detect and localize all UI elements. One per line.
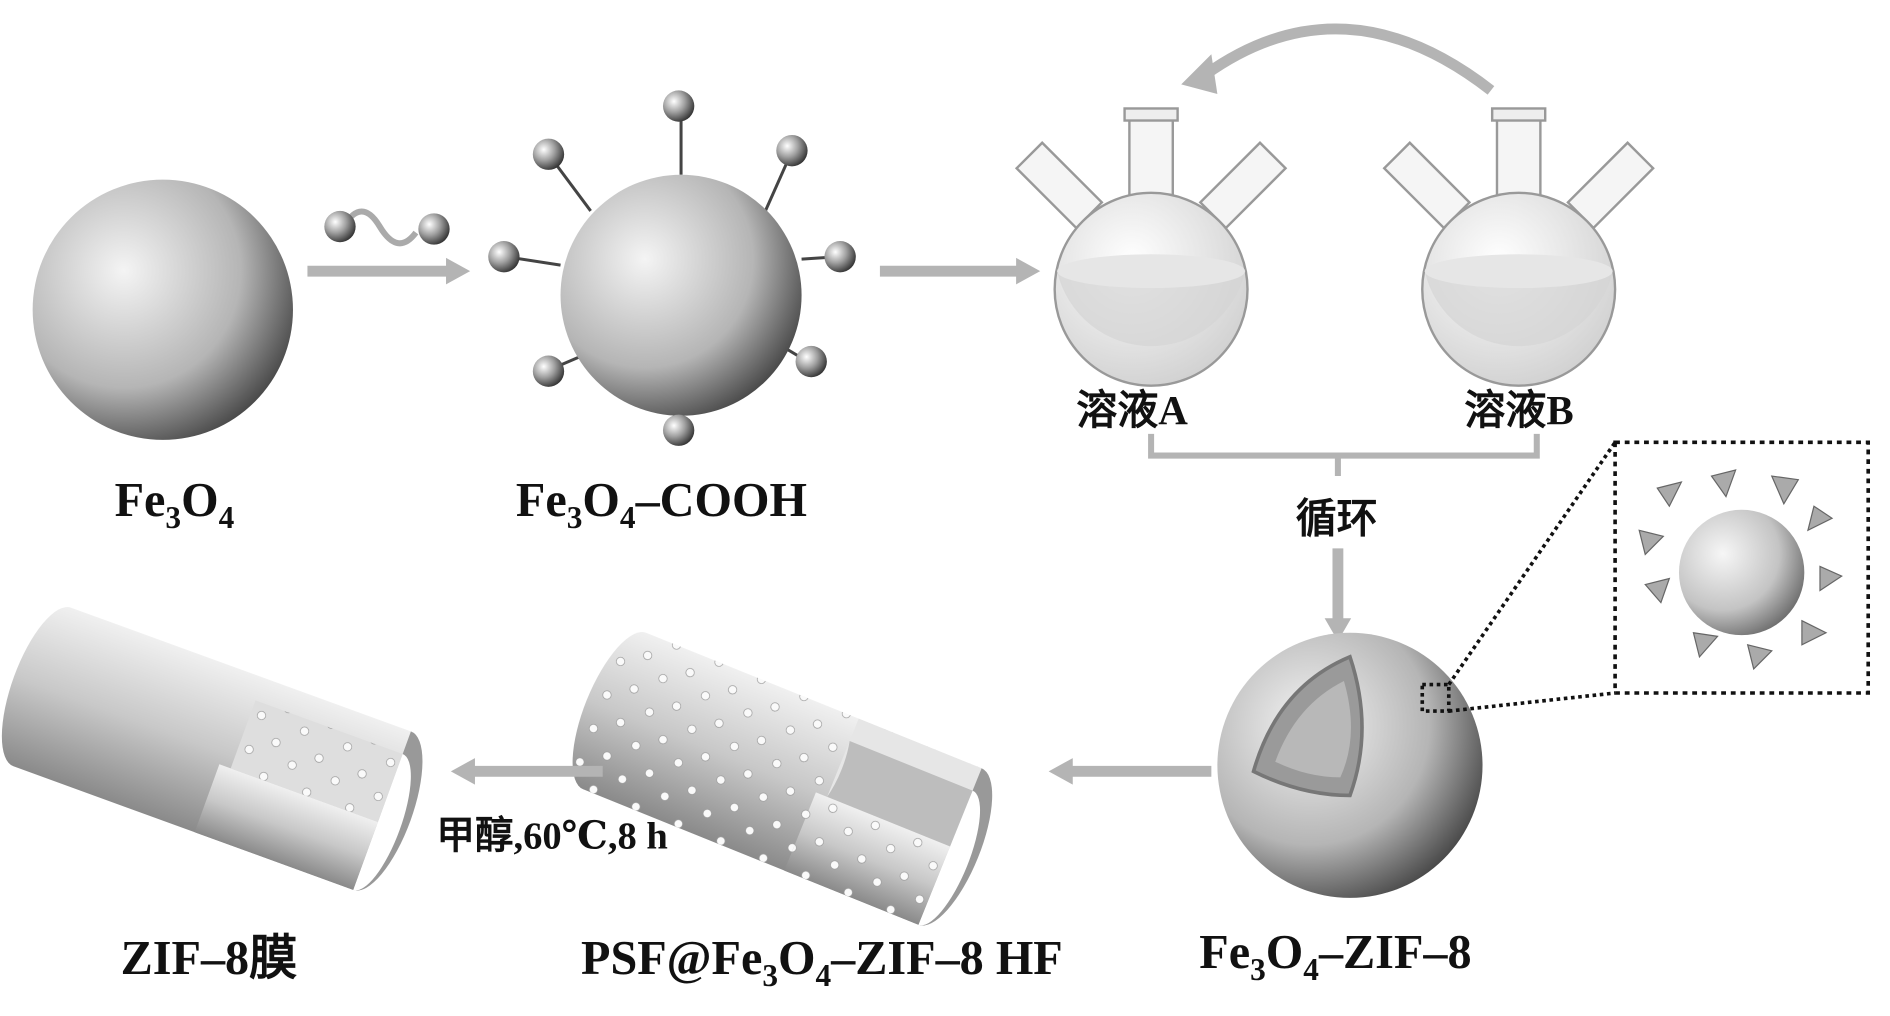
fe3o4-zif8-particle — [1217, 632, 1483, 898]
flask-a-icon — [1014, 107, 1288, 387]
fe3o4-cooh-particle — [488, 90, 856, 446]
arrow-down — [1324, 548, 1352, 642]
fe3o4-label: Fe3O4 — [115, 474, 235, 535]
fe3o4-cooh-label: Fe3O4–COOH — [516, 474, 807, 535]
carboxyl-linker-icon — [324, 208, 450, 247]
fe3o4-zif8-label: Fe3O4–ZIF–8 — [1199, 926, 1471, 987]
bracket — [1148, 433, 1540, 477]
fe3o4-sphere — [32, 179, 293, 440]
solution-a-label: 溶液A — [1076, 387, 1188, 433]
arrow-3 — [1048, 758, 1212, 785]
psf-hf-label: PSF@Fe3O4–ZIF–8 HF — [581, 932, 1063, 993]
psf-hollow-fiber — [572, 632, 993, 926]
flask-b-icon — [1382, 107, 1655, 387]
arrow-1 — [307, 257, 471, 285]
recycle-arrow — [1181, 23, 1495, 95]
zif8-structure-inset — [1420, 440, 1871, 713]
solution-b-label: 溶液B — [1464, 387, 1573, 433]
zif8-membrane-tube — [1, 607, 423, 891]
conditions-label: 甲醇,60℃,8 h — [436, 814, 667, 857]
arrow-2 — [879, 257, 1041, 285]
arrow-4 — [450, 758, 603, 785]
zif8-membrane-label: ZIF–8膜 — [121, 932, 298, 985]
cycle-label: 循环 — [1296, 496, 1378, 542]
